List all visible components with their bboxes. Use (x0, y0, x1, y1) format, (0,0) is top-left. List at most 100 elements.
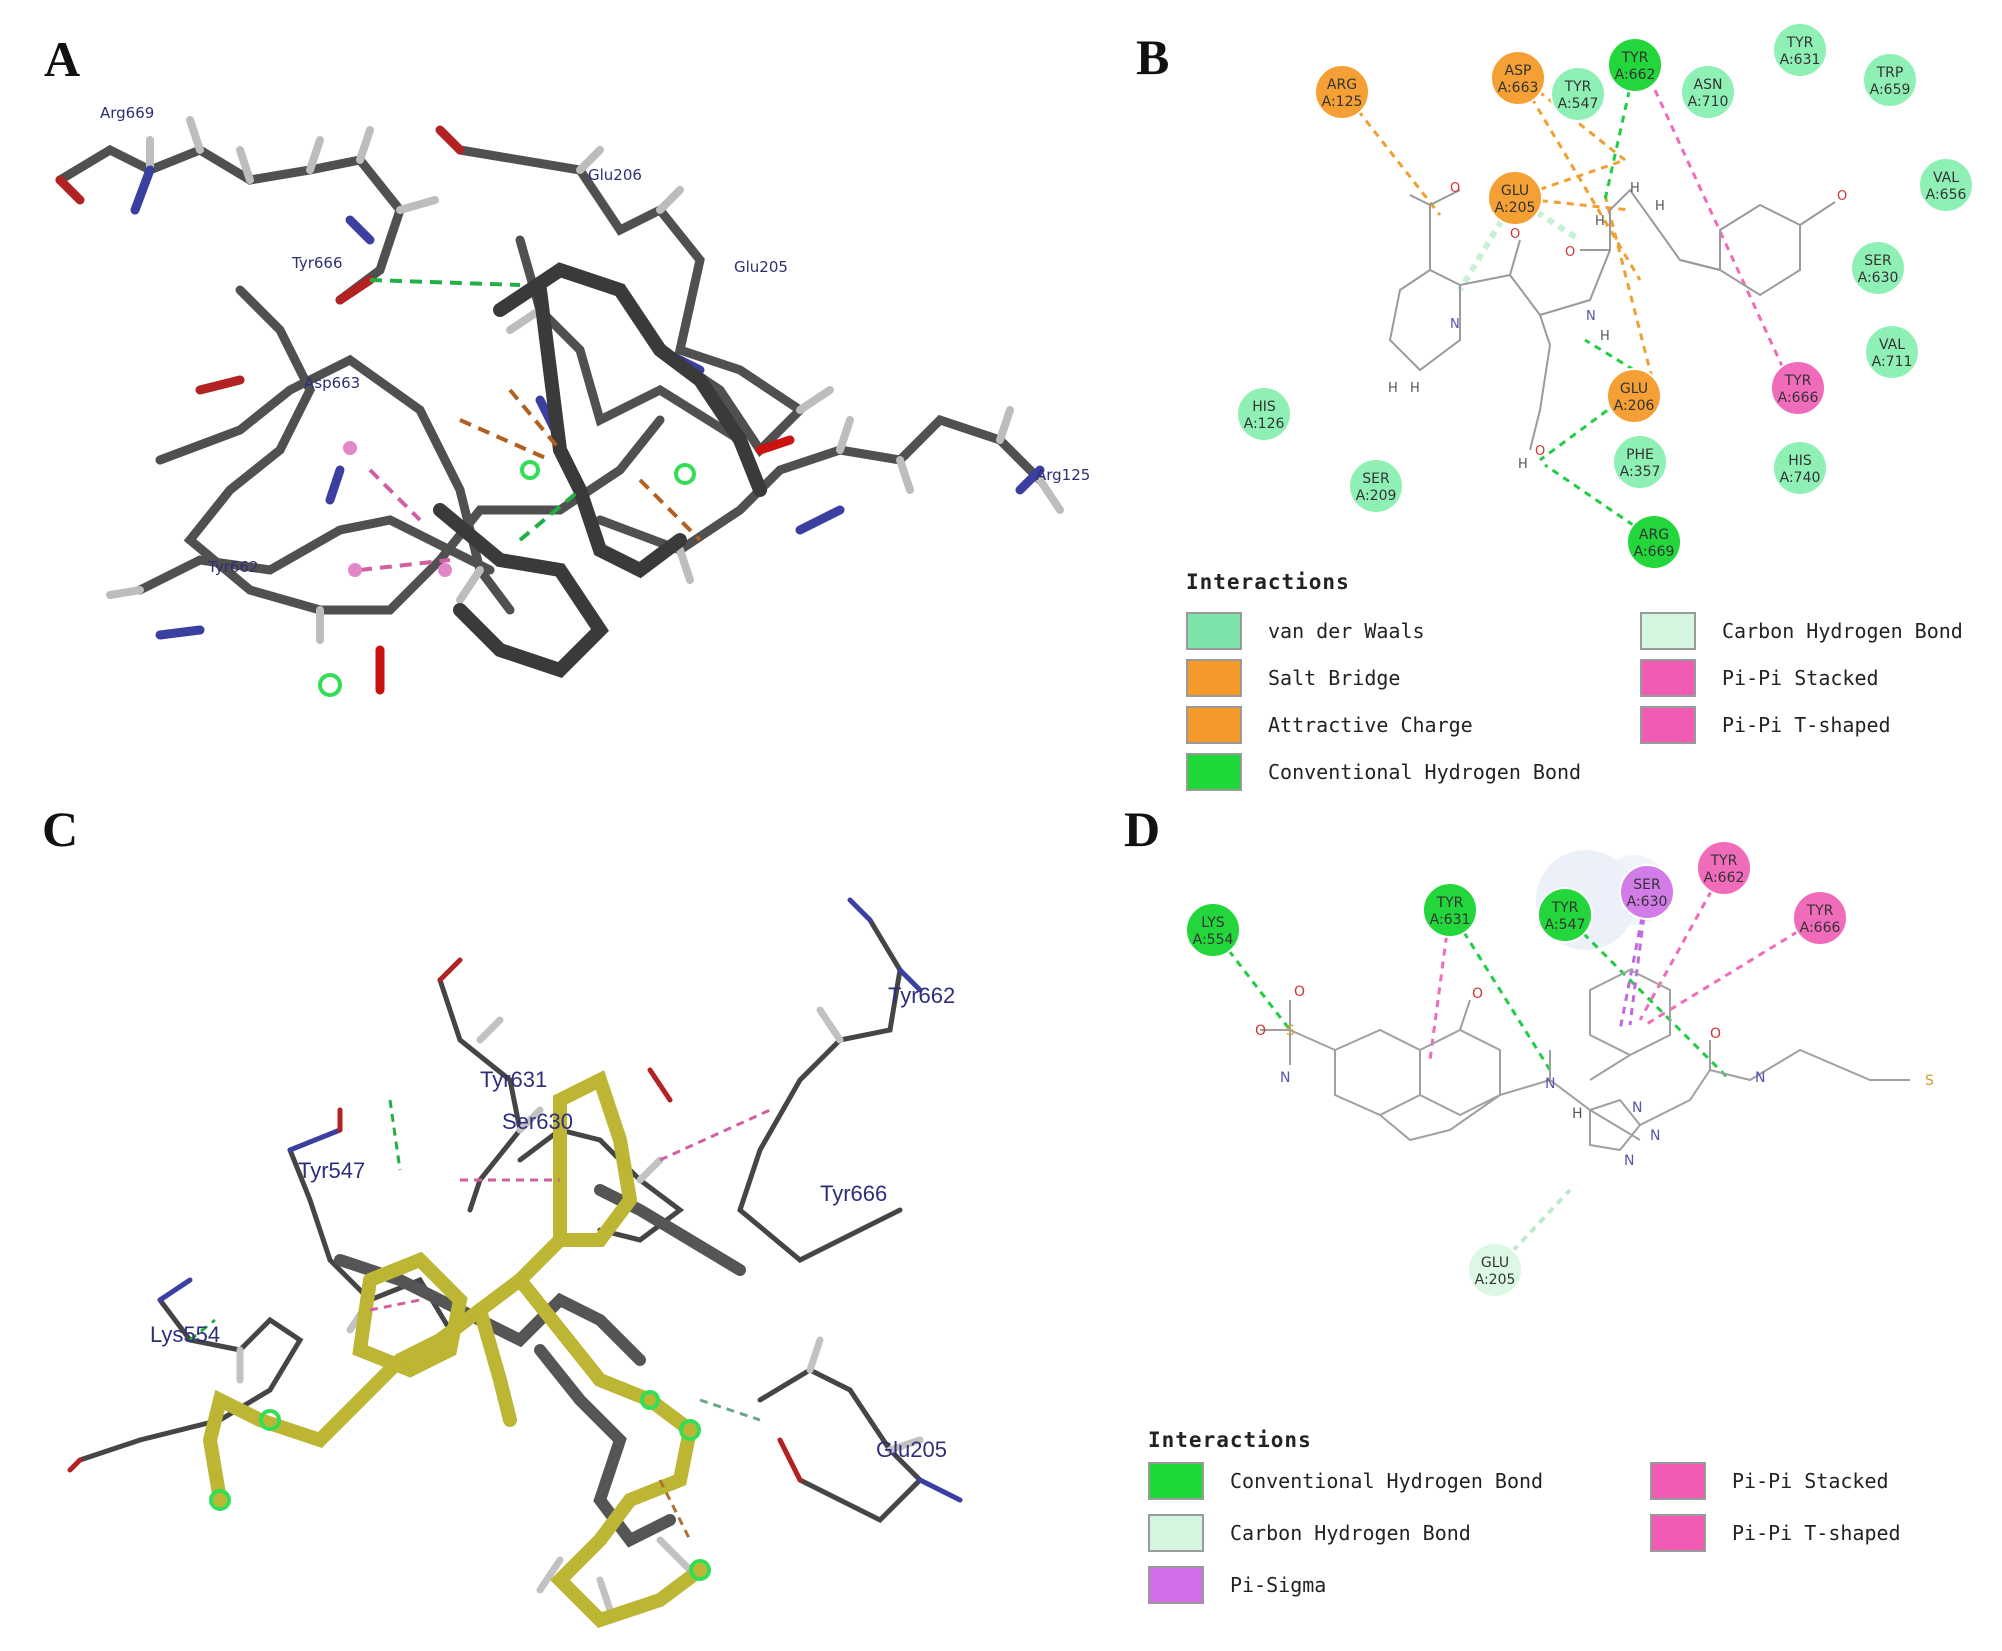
ligand-gray-c (334, 1184, 746, 1548)
svg-text:H: H (1388, 381, 1398, 396)
label-tyr662: Tyr662 (888, 983, 955, 1008)
legend-swatch (1148, 1462, 1204, 1500)
svg-text:H: H (1630, 181, 1640, 196)
svg-text:O: O (1294, 984, 1305, 1000)
legend-label: Carbon Hydrogen Bond (1230, 1521, 1471, 1545)
highlighted-atoms-c (209, 1390, 711, 1581)
label-glu206: Glu206 (588, 166, 642, 184)
legend-item-pi-pi-stacked: Pi-Pi Stacked (1650, 1462, 1889, 1500)
svg-text:N: N (1545, 1076, 1555, 1092)
residue-node-lys554-line1: LYS (1201, 915, 1224, 931)
legend-swatch (1186, 753, 1242, 791)
label-tyr547: Tyr547 (298, 1158, 365, 1183)
ligand-skeleton-b (1388, 188, 1836, 451)
residue-node-arg125-line2: A:125 (1322, 94, 1363, 110)
residue-node-tyr666-line2: A:666 (1800, 920, 1841, 936)
residue-node-phe357-line2: A:357 (1620, 464, 1661, 480)
highlighted-atoms-a (318, 460, 696, 697)
residue-node-ser630-line2: A:630 (1858, 270, 1899, 286)
residue-node-ser209-line2: A:209 (1356, 488, 1397, 504)
svg-text:S: S (1286, 1023, 1295, 1039)
svg-text:O: O (1837, 189, 1847, 204)
hetero-sticks-c (67, 897, 963, 1503)
residue-node-tyr662-line2: A:662 (1704, 870, 1745, 886)
residue-node-lys554-line2: A:554 (1193, 932, 1234, 948)
residue-node-asn710-line1: ASN (1694, 77, 1723, 93)
legend-label: van der Waals (1268, 619, 1425, 643)
residue-node-ser209-line1: SER (1362, 471, 1390, 487)
svg-text:N: N (1755, 1070, 1765, 1086)
legend-swatch (1186, 659, 1242, 697)
residue-node-glu205-line1: GLU (1481, 1255, 1509, 1271)
svg-text:O: O (1565, 245, 1575, 260)
legend-item-pi-pi-t-shaped: Pi-Pi T-shaped (1640, 706, 1891, 744)
label-tyr631: Tyr631 (480, 1067, 547, 1092)
interaction-lines-d (1211, 867, 1821, 1272)
label-tyr662: Tyr662 (207, 558, 259, 576)
residue-labels-c: Tyr662 Tyr631 Ser630 Tyr547 Tyr666 Lys55… (150, 983, 955, 1462)
residue-node-asp663-line1: ASP (1505, 63, 1532, 79)
legend-item-pi-pi-t-shaped: Pi-Pi T-shaped (1650, 1514, 1901, 1552)
legend-swatch (1148, 1514, 1204, 1552)
legend-label: Conventional Hydrogen Bond (1230, 1469, 1544, 1493)
label-tyr666: Tyr666 (820, 1181, 887, 1206)
svg-text:O: O (1710, 1026, 1721, 1042)
residue-node-ser630-line2: A:630 (1627, 894, 1668, 910)
hydrogen-stubs (106, 116, 1064, 644)
residue-node-glu206-line2: A:206 (1614, 398, 1655, 414)
svg-text:O: O (1535, 444, 1545, 459)
legend-label: Pi-Pi Stacked (1732, 1469, 1889, 1493)
legend-item-conventional-hydrogen-bond: Conventional Hydrogen Bond (1186, 753, 1581, 791)
svg-text:N: N (1280, 1070, 1290, 1086)
panel-letter-d: D (1124, 801, 1161, 857)
residue-node-tyr631-line1: TYR (1436, 895, 1464, 911)
residue-node-trp659-line1: TRP (1876, 65, 1904, 81)
label-asp663: Asp663 (304, 374, 360, 392)
ligand-atoms-d: O S O N O N O N S N N N H (1255, 984, 1934, 1169)
legend-swatch (1640, 706, 1696, 744)
residue-node-his126-line1: HIS (1252, 399, 1276, 415)
label-glu205: Glu205 (876, 1437, 947, 1462)
residue-node-ser630-line1: SER (1633, 877, 1661, 893)
legend-item-pi-pi-stacked: Pi-Pi Stacked (1640, 659, 1879, 697)
residue-node-val711-line1: VAL (1879, 337, 1905, 353)
residue-node-glu205-line1: GLU (1501, 183, 1529, 199)
svg-text:H: H (1518, 457, 1528, 472)
residue-node-tyr666-line2: A:666 (1778, 390, 1819, 406)
svg-text:N: N (1650, 1128, 1660, 1144)
legend-item-carbon-hydrogen-bond: Carbon Hydrogen Bond (1640, 612, 1963, 650)
residue-node-tyr662-line2: A:662 (1615, 67, 1656, 83)
panel-a-3d-view: Arg669 Glu206 Tyr666 Glu205 Asp663 Arg12… (40, 90, 1120, 770)
ligand-atoms-b: O H H H H H O O O N N H O H (1388, 181, 1847, 472)
legend-swatch (1640, 612, 1696, 650)
legend-label: Pi-Pi Stacked (1722, 666, 1879, 690)
label-lys554: Lys554 (150, 1322, 220, 1347)
legend-item-pi-sigma: Pi-Sigma (1148, 1566, 1326, 1604)
residue-node-val656-line2: A:656 (1926, 187, 1967, 203)
residue-node-phe357-line1: PHE (1626, 447, 1654, 463)
residue-node-val656-line1: VAL (1933, 170, 1959, 186)
legend-item-attractive-charge: Attractive Charge (1186, 706, 1473, 744)
residue-node-arg125-line1: ARG (1327, 77, 1357, 93)
panel-letter-a: A (44, 31, 81, 87)
svg-text:O: O (1255, 1023, 1266, 1039)
svg-text:H: H (1655, 199, 1665, 214)
label-arg669: Arg669 (100, 104, 154, 122)
panel-c-svg: Tyr662 Tyr631 Ser630 Tyr547 Tyr666 Lys55… (67, 897, 963, 1629)
